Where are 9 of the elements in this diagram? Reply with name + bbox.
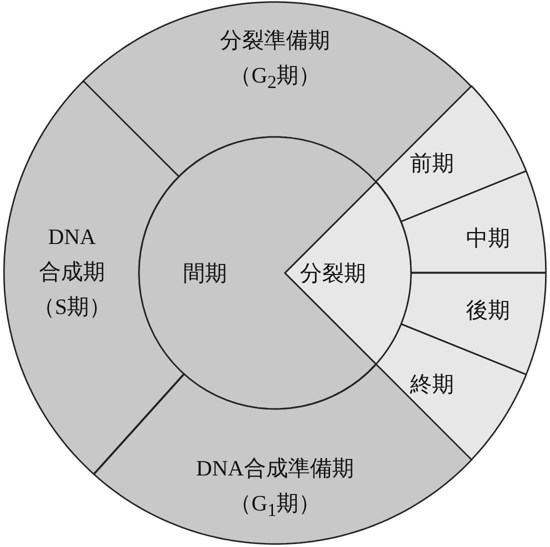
phase-label: 終期 — [408, 370, 455, 398]
phase-label: 前期 — [408, 149, 455, 178]
phase-label: DNA合成期 （S期） — [38, 223, 105, 322]
phase-label: 後期 — [464, 296, 511, 324]
phase-label: 間期 — [182, 259, 228, 288]
phase-label: DNA合成準備期 （G$_{1}$期） — [195, 454, 355, 522]
phase-label: 分裂準備期 （G$_{2}$期） — [218, 26, 331, 94]
phase-label: 中期 — [464, 224, 511, 252]
phase-label: 分裂期 — [299, 259, 367, 288]
